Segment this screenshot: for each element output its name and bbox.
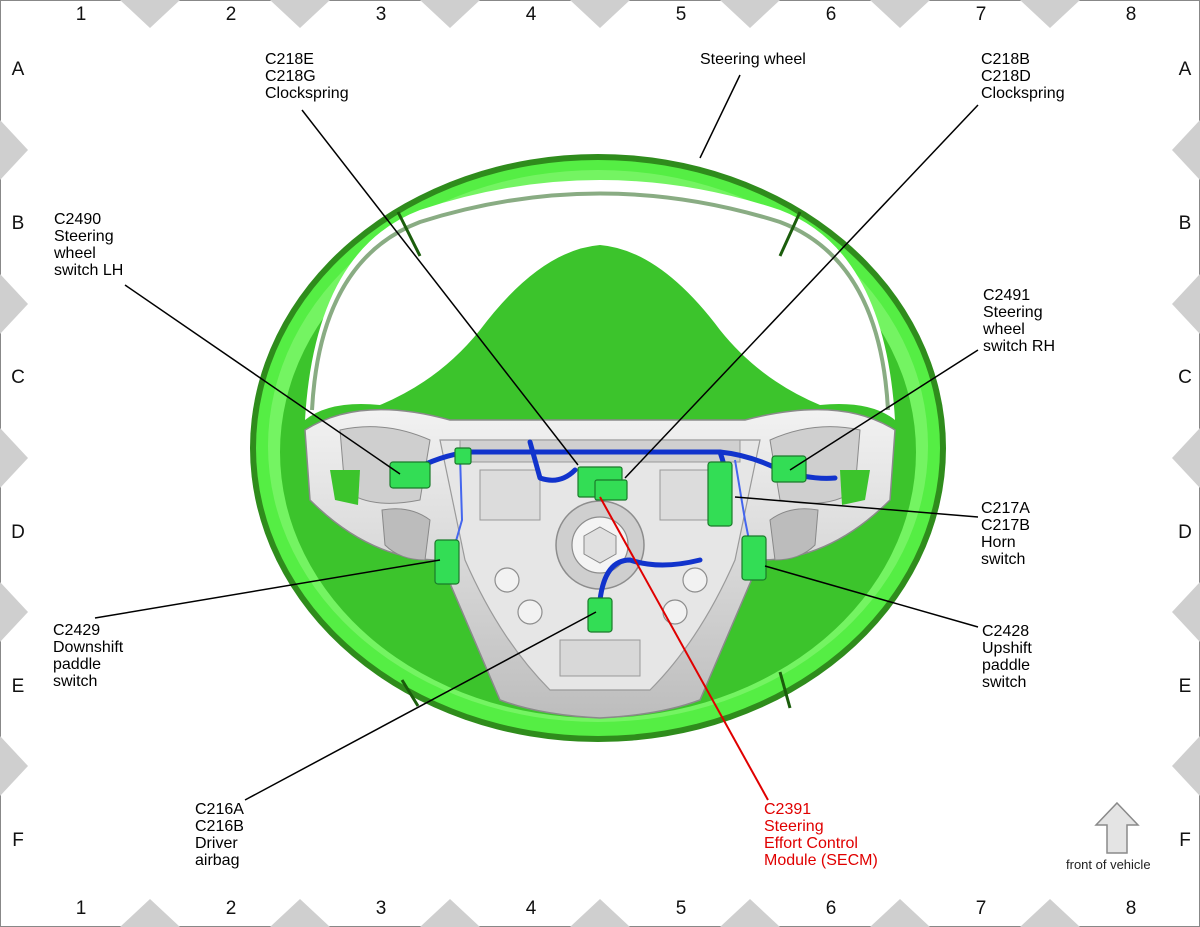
grid-column-label-top: 6 bbox=[825, 4, 837, 25]
grid-row-label-left: D bbox=[11, 522, 25, 543]
front-of-vehicle-label: front of vehicle bbox=[1066, 857, 1151, 872]
callout-line: C2428 bbox=[982, 623, 1030, 640]
leader-c2428 bbox=[764, 565, 979, 628]
top-ruler-marks bbox=[120, 0, 1080, 28]
callout-line: Upshift bbox=[982, 640, 1032, 657]
callout-line: paddle bbox=[53, 656, 102, 673]
grid-row-label-left: B bbox=[11, 213, 25, 234]
callout-line: Downshift bbox=[53, 639, 124, 656]
callout-line: switch bbox=[981, 551, 1026, 568]
grid-row-label-left: C bbox=[11, 367, 25, 388]
grid-column-label-bottom: 1 bbox=[75, 898, 87, 919]
callout-line: C2429 bbox=[53, 622, 101, 639]
grid-column-label-bottom: 4 bbox=[525, 898, 537, 919]
callout-line: Steering bbox=[764, 818, 824, 835]
callout-line: C218D bbox=[981, 68, 1031, 85]
callout-line: switch bbox=[982, 674, 1027, 691]
callout-line: Steering bbox=[983, 304, 1043, 321]
leader-c216a bbox=[244, 611, 597, 801]
left-ruler-marks bbox=[0, 120, 28, 796]
leader-c2429 bbox=[94, 559, 441, 619]
grid-row-label-left: E bbox=[11, 676, 25, 697]
connector-c2428 bbox=[741, 535, 767, 581]
grid-row-label-left: A bbox=[11, 59, 25, 80]
front-arrow-icon bbox=[1094, 801, 1140, 854]
callout-line: Horn bbox=[981, 534, 1016, 551]
connector-c2490 bbox=[389, 461, 431, 489]
grid-row-label-right: B bbox=[1178, 213, 1192, 234]
leader-steering-wheel bbox=[699, 74, 741, 159]
callout-line: wheel bbox=[983, 321, 1025, 338]
connector-c216a bbox=[587, 597, 613, 633]
connector-c2491 bbox=[771, 455, 807, 483]
grid-column-label-top: 1 bbox=[75, 4, 87, 25]
grid-row-label-right: E bbox=[1178, 676, 1192, 697]
callout-line: switch LH bbox=[54, 262, 124, 279]
leader-c2391 bbox=[599, 496, 769, 801]
grid-column-label-top: 5 bbox=[675, 4, 687, 25]
callout-line: C2491 bbox=[983, 287, 1031, 304]
callout-line: C218G bbox=[265, 68, 316, 85]
callout-line: C218B bbox=[981, 51, 1030, 68]
callout-steering-wheel: Steering wheel bbox=[700, 51, 806, 68]
grid-row-label-left: F bbox=[12, 830, 24, 851]
callout-line: C2391 bbox=[764, 801, 812, 818]
grid-row-label-right: A bbox=[1178, 59, 1192, 80]
callout-line: Driver bbox=[195, 835, 238, 852]
grid-row-label-right: D bbox=[1178, 522, 1192, 543]
grid-column-label-bottom: 2 bbox=[225, 898, 237, 919]
bottom-ruler-marks bbox=[120, 899, 1080, 927]
grid-column-label-top: 4 bbox=[525, 4, 537, 25]
callout-line: Effort Control bbox=[764, 835, 858, 852]
callout-line: Clockspring bbox=[981, 85, 1065, 102]
connector-c217a bbox=[707, 461, 733, 527]
callout-line: Steering bbox=[54, 228, 114, 245]
grid-row-label-right: F bbox=[1179, 830, 1191, 851]
leader-c218b bbox=[624, 104, 979, 479]
callout-line: switch bbox=[53, 673, 98, 690]
leader-c2490 bbox=[124, 284, 401, 475]
leader-lines bbox=[94, 74, 979, 801]
callout-line: Steering wheel bbox=[700, 51, 806, 68]
callout-line: C216B bbox=[195, 818, 244, 835]
callout-line: C217A bbox=[981, 500, 1030, 517]
grid-column-label-top: 2 bbox=[225, 4, 237, 25]
callout-line: C218E bbox=[265, 51, 314, 68]
callout-line: C216A bbox=[195, 801, 244, 818]
leader-c218e bbox=[301, 109, 579, 466]
grid-column-label-bottom: 3 bbox=[375, 898, 387, 919]
grid-column-label-top: 3 bbox=[375, 4, 387, 25]
callout-line: Module (SECM) bbox=[764, 852, 878, 869]
right-ruler-marks bbox=[1172, 120, 1200, 796]
callout-line: paddle bbox=[982, 657, 1031, 674]
leader-c2491 bbox=[789, 349, 979, 471]
grid-column-label-bottom: 6 bbox=[825, 898, 837, 919]
grid-column-label-bottom: 5 bbox=[675, 898, 687, 919]
callout-line: C2490 bbox=[54, 211, 102, 228]
leader-c217a bbox=[734, 496, 979, 518]
grid-column-label-top: 7 bbox=[975, 4, 987, 25]
callout-line: airbag bbox=[195, 852, 240, 869]
connector-c2429 bbox=[434, 539, 460, 585]
callout-line: wheel bbox=[54, 245, 96, 262]
grid-column-label-top: 8 bbox=[1125, 4, 1137, 25]
callout-line: switch RH bbox=[983, 338, 1056, 355]
grid-row-label-right: C bbox=[1178, 367, 1192, 388]
callout-line: Clockspring bbox=[265, 85, 349, 102]
callout-line: C217B bbox=[981, 517, 1030, 534]
grid-column-label-bottom: 8 bbox=[1125, 898, 1137, 919]
grid-column-label-bottom: 7 bbox=[975, 898, 987, 919]
